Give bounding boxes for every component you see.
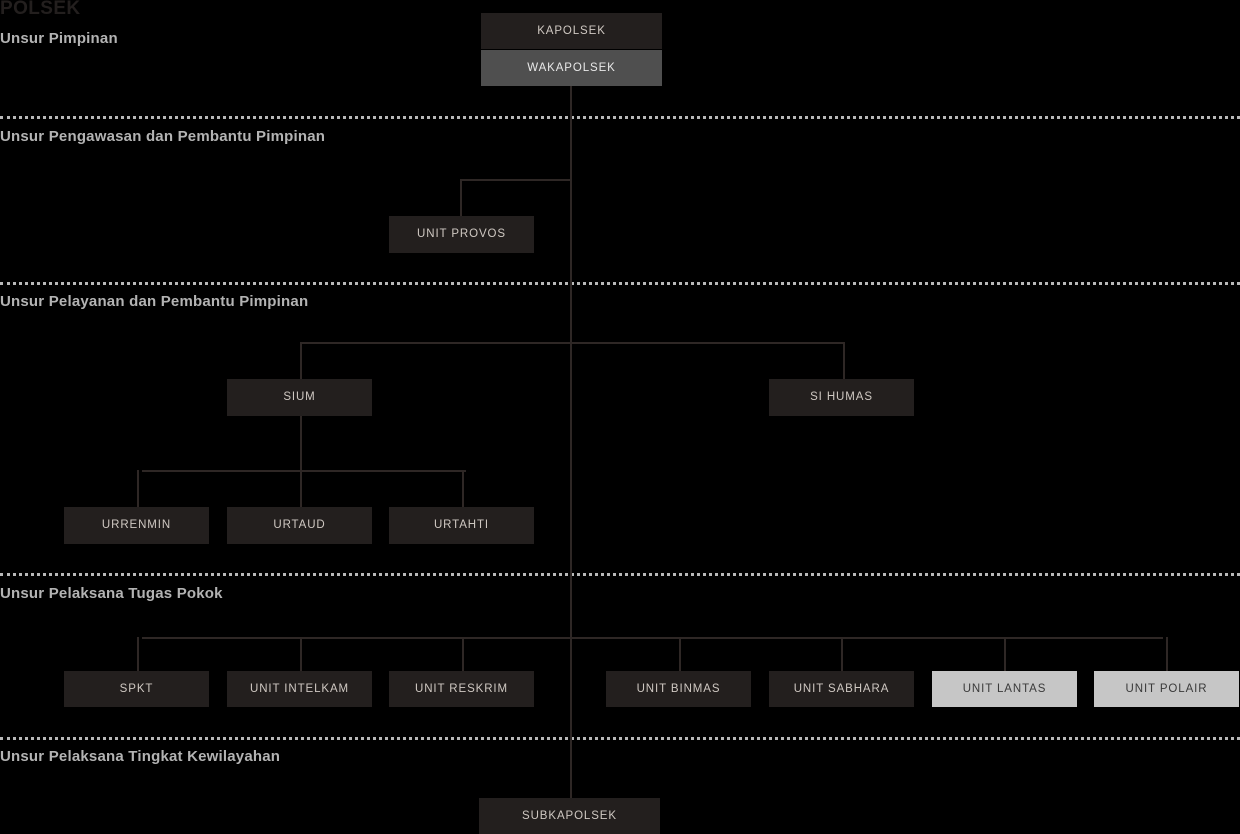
section-label-unsur-pimpinan: Unsur Pimpinan [0, 30, 118, 47]
org-node-unit-binmas[interactable]: UNIT BINMAS [606, 671, 751, 707]
org-node-si-humas[interactable]: SI HUMAS [769, 379, 914, 416]
section-label-unsur-pelaksana-tingkat-kewilayahan: Unsur Pelaksana Tingkat Kewilayahan [0, 748, 281, 765]
org-node-urrenmin[interactable]: URRENMIN [64, 507, 209, 544]
provos-bracket-drop [460, 179, 462, 216]
urusan-drop-1 [137, 470, 139, 507]
org-node-unit-intelkam[interactable]: UNIT INTELKAM [227, 671, 372, 707]
org-node-subkapolsek[interactable]: SUBKAPOLSEK [479, 798, 660, 834]
org-node-unit-reskrim[interactable]: UNIT RESKRIM [389, 671, 534, 707]
spine-segment-3 [570, 342, 572, 637]
org-node-unit-provos[interactable]: UNIT PROVOS [389, 216, 534, 253]
org-node-wakapolsek[interactable]: WAKAPOLSEK [481, 50, 662, 86]
pokok-bar [142, 637, 1163, 639]
band-separator-4 [0, 737, 1240, 740]
pokok-drop-3 [462, 637, 464, 671]
section-label-unsur-pengawasan-dan-pembantu-pimpinan: Unsur Pengawasan dan Pembantu Pimpinan [0, 128, 326, 145]
provos-bracket-horizontal [460, 179, 571, 181]
band-separator-1 [0, 116, 1240, 119]
band-separator-2 [0, 282, 1240, 285]
section-label-unsur-pelayanan-dan-pembantu-pimpinan: Unsur Pelayanan dan Pembantu Pimpinan [0, 293, 309, 310]
org-node-sium[interactable]: SIUM [227, 379, 372, 416]
urusan-drop-2 [300, 470, 302, 507]
sium-humas-bar [300, 342, 843, 344]
urusan-bar [142, 470, 466, 472]
org-node-urtahti[interactable]: URTAHTI [389, 507, 534, 544]
si-humas-drop [843, 342, 845, 379]
sium-stem [300, 416, 302, 470]
sium-drop [300, 342, 302, 379]
pokok-drop-5 [841, 637, 843, 671]
urusan-drop-3 [462, 470, 464, 507]
spine-segment-1 [570, 86, 572, 179]
org-node-unit-sabhara[interactable]: UNIT SABHARA [769, 671, 914, 707]
band-separator-3 [0, 573, 1240, 576]
pokok-drop-1 [137, 637, 139, 671]
org-node-kapolsek[interactable]: KAPOLSEK [481, 13, 662, 49]
pokok-drop-4 [679, 637, 681, 671]
page-title: POLSEK [0, 0, 81, 19]
pokok-drop-2 [300, 637, 302, 671]
section-label-unsur-pelaksana-tugas-pokok: Unsur Pelaksana Tugas Pokok [0, 585, 223, 602]
org-node-urtaud[interactable]: URTAUD [227, 507, 372, 544]
pokok-drop-6 [1004, 637, 1006, 671]
spine-segment-4 [570, 637, 572, 798]
pokok-drop-7 [1166, 637, 1168, 671]
org-node-unit-lantas[interactable]: UNIT LANTAS [932, 671, 1077, 707]
org-node-spkt[interactable]: SPKT [64, 671, 209, 707]
spine-segment-2 [570, 179, 572, 342]
org-node-unit-polair[interactable]: UNIT POLAIR [1094, 671, 1239, 707]
